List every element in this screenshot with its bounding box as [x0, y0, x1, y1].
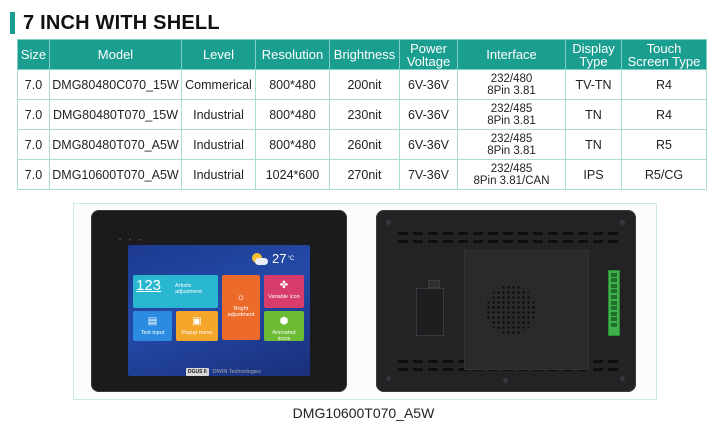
header-size: Size [17, 39, 50, 70]
cell-voltage: 6V-36V [399, 129, 458, 160]
fan-icon: ✤ [279, 280, 289, 291]
partly-cloudy-icon [250, 252, 268, 265]
spec-table: Size Model Level Resolution Brightness P… [17, 39, 707, 190]
popup-menu-icon: ▣ [192, 316, 202, 327]
section-heading: 7 INCH WITH SHELL [10, 8, 220, 38]
table-row: 7.0 DMG10600T070_A5W Industrial 1024*600… [17, 159, 707, 190]
cell-brightness: 260nit [329, 129, 400, 160]
screw-icon [620, 220, 625, 225]
cell-touch-type: R5 [621, 129, 707, 160]
cell-level: Industrial [181, 129, 256, 160]
card-slot-tab [428, 280, 440, 288]
cell-level: Industrial [181, 99, 256, 130]
cell-touch-type: R4 [621, 69, 707, 100]
lightbulb-icon: ☼ [236, 292, 246, 303]
cell-voltage: 6V-36V [399, 99, 458, 130]
screw-icon [386, 376, 391, 381]
top-vent-row [398, 240, 618, 243]
tile-label: Artistic adjustment [175, 283, 202, 295]
cell-model: DMG80480T070_A5W [49, 129, 182, 160]
cube-icon: ⬢ [279, 316, 289, 327]
cell-voltage: 6V-36V [399, 69, 458, 100]
speaker-grille-icon [486, 285, 536, 335]
cell-display-type: TN [565, 99, 622, 130]
temperature-unit: °C [287, 255, 295, 262]
device-screen: 27 °C 123 Artistic adjustment ☼ Bright a… [128, 245, 310, 376]
tile-text-input: ▤ Text input [133, 311, 172, 341]
heading-title: 7 INCH WITH SHELL [23, 11, 220, 34]
card-slot [416, 288, 444, 336]
cell-voltage: 7V-36V [399, 159, 458, 190]
heading-accent-bar [10, 12, 15, 34]
tile-number: 123 [136, 277, 162, 294]
cell-display-type: TN [565, 129, 622, 160]
cell-level: Industrial [181, 159, 256, 190]
cell-brightness: 270nit [329, 159, 400, 190]
tile-popup-menu: ▣ Popup menu [176, 311, 218, 341]
device-front-image: • • • 27 °C 123 Artistic adjustment ☼ Br… [91, 210, 347, 392]
tile-label: Animated icons [272, 330, 296, 341]
tile-animated-icons: ⬢ Animated icons [264, 311, 304, 341]
table-row: 7.0 DMG80480C070_15W Commerical 800*480 … [17, 69, 707, 100]
bezel-indicator-dots: • • • [119, 238, 144, 244]
screw-icon [503, 378, 508, 383]
cell-model: DMG10600T070_A5W [49, 159, 182, 190]
tile-bright-adjustment: ☼ Bright adjustment [222, 275, 260, 340]
device-brand: DGUS II DWIN Technologies [186, 368, 261, 376]
product-caption: DMG10600T070_A5W [292, 405, 435, 421]
screw-icon [386, 220, 391, 225]
cell-brightness: 230nit [329, 99, 400, 130]
text-input-icon: ▤ [147, 316, 158, 327]
tile-label: Variable icon [268, 294, 300, 300]
cell-size: 7.0 [17, 99, 50, 130]
header-level: Level [181, 39, 256, 70]
table-header-row: Size Model Level Resolution Brightness P… [17, 39, 707, 70]
cell-model: DMG80480C070_15W [49, 69, 182, 100]
tile-variable-icon: ✤ Variable icon [264, 275, 304, 308]
header-brightness: Brightness [329, 39, 400, 70]
weather-widget: 27 °C [250, 251, 294, 266]
cell-level: Commerical [181, 69, 256, 100]
table-row: 7.0 DMG80480T070_15W Industrial 800*480 … [17, 99, 707, 130]
header-resolution: Resolution [255, 39, 330, 70]
screw-icon [620, 376, 625, 381]
brand-logo: DGUS II [186, 368, 209, 376]
header-interface: Interface [457, 39, 566, 70]
tile-artistic-adjustment: 123 Artistic adjustment [133, 275, 218, 308]
tile-label: Popup menu [181, 330, 213, 336]
tile-label: Text input [140, 330, 165, 336]
cell-touch-type: R4 [621, 99, 707, 130]
brand-text: DWIN Technologies [212, 369, 261, 375]
cell-model: DMG80480T070_15W [49, 99, 182, 130]
header-model: Model [49, 39, 182, 70]
cell-size: 7.0 [17, 159, 50, 190]
top-vent-row [398, 232, 618, 235]
cell-resolution: 800*480 [255, 129, 330, 160]
cell-resolution: 1024*600 [255, 159, 330, 190]
cell-touch-type: R5/CG [621, 159, 707, 190]
device-back-image [376, 210, 636, 392]
terminal-block-connector [608, 270, 620, 336]
cell-resolution: 800*480 [255, 69, 330, 100]
cell-display-type: IPS [565, 159, 622, 190]
temperature-value: 27 [272, 251, 287, 266]
cell-display-type: TV-TN [565, 69, 622, 100]
cell-size: 7.0 [17, 129, 50, 160]
cell-brightness: 200nit [329, 69, 400, 100]
cell-size: 7.0 [17, 69, 50, 100]
cell-resolution: 800*480 [255, 99, 330, 130]
table-row: 7.0 DMG80480T070_A5W Industrial 800*480 … [17, 129, 707, 160]
tile-label: Bright adjustment [227, 306, 255, 318]
